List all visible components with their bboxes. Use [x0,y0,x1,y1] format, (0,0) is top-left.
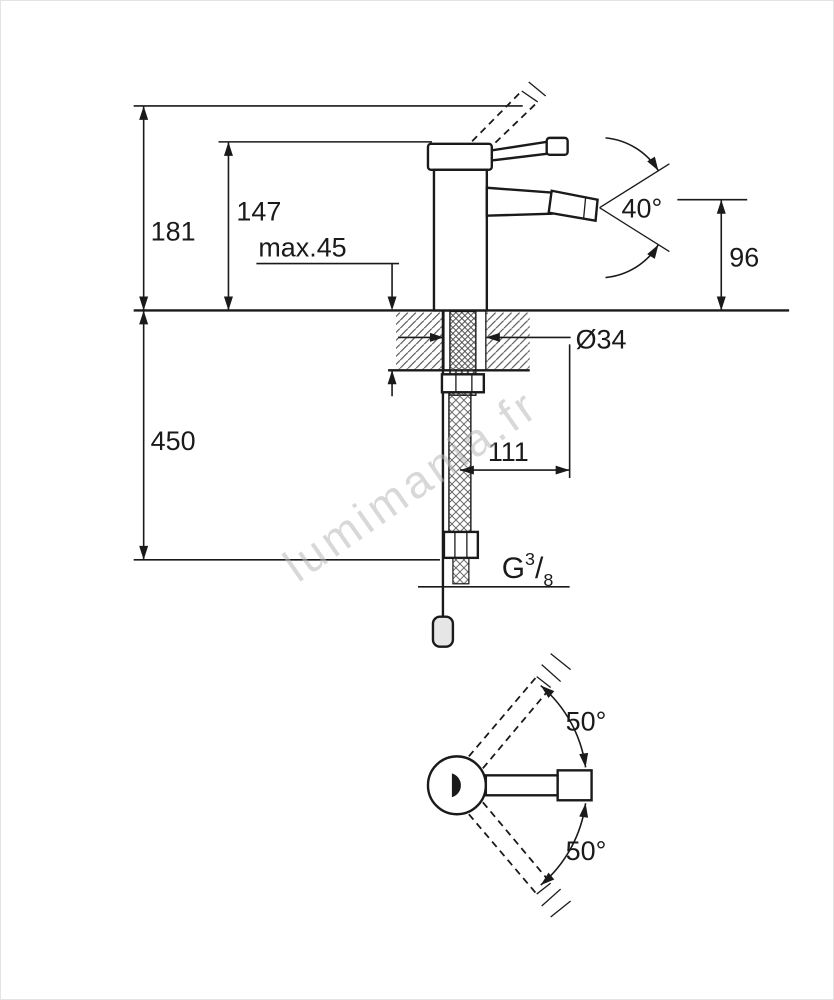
aerator [547,189,599,223]
dim-450-label: 450 [151,426,196,456]
dim-96-label: 96 [729,243,759,273]
spray-angle-40: 40° [599,137,670,279]
dimension-g38: G3/8 [417,549,570,590]
dimension-181: 181 [139,105,196,311]
swing-angle-lower-label: 50° [566,836,607,866]
deck-hatch-right [485,312,530,370]
handle-shaft-top [484,774,559,797]
deck-hatch-left [396,312,444,370]
spray-angle-label: 40° [622,194,663,224]
pop-up-knob [431,615,455,648]
faucet-body [432,168,489,312]
spout [485,186,555,217]
cartridge-mark [451,773,461,798]
faucet-side-view [426,81,599,312]
hole-diameter-label: Ø34 [576,324,627,354]
handle-swing-lower-outline [468,801,572,918]
dimension-dia34: Ø34 [398,324,627,354]
dim-147-label: 147 [236,197,281,227]
dimension-450: 450 [133,310,440,561]
faucet-cap [426,142,494,171]
dimension-147: 147 [223,141,281,311]
handle-end-top [556,769,593,802]
handle-swing-upper-outline [468,653,572,769]
hose-tail [452,557,470,585]
g38-fitting [442,530,480,560]
dimension-111: 111 [459,344,571,479]
dim-max45-label: max.45 [258,233,346,263]
thread-size-label: G3/8 [502,549,554,590]
mounting-deck [388,311,530,372]
under-deck-assembly [431,310,486,648]
dim-181-label: 181 [151,217,196,247]
swing-angle-upper-label: 50° [566,706,607,736]
faucet-top-view: 50° 50° [426,653,607,918]
mounting-nut [440,373,486,394]
dimension-96: 96 [677,198,759,311]
dim-111-label: 111 [488,437,529,467]
dimension-max45: max.45 [256,233,400,397]
lever-handle [487,136,569,163]
